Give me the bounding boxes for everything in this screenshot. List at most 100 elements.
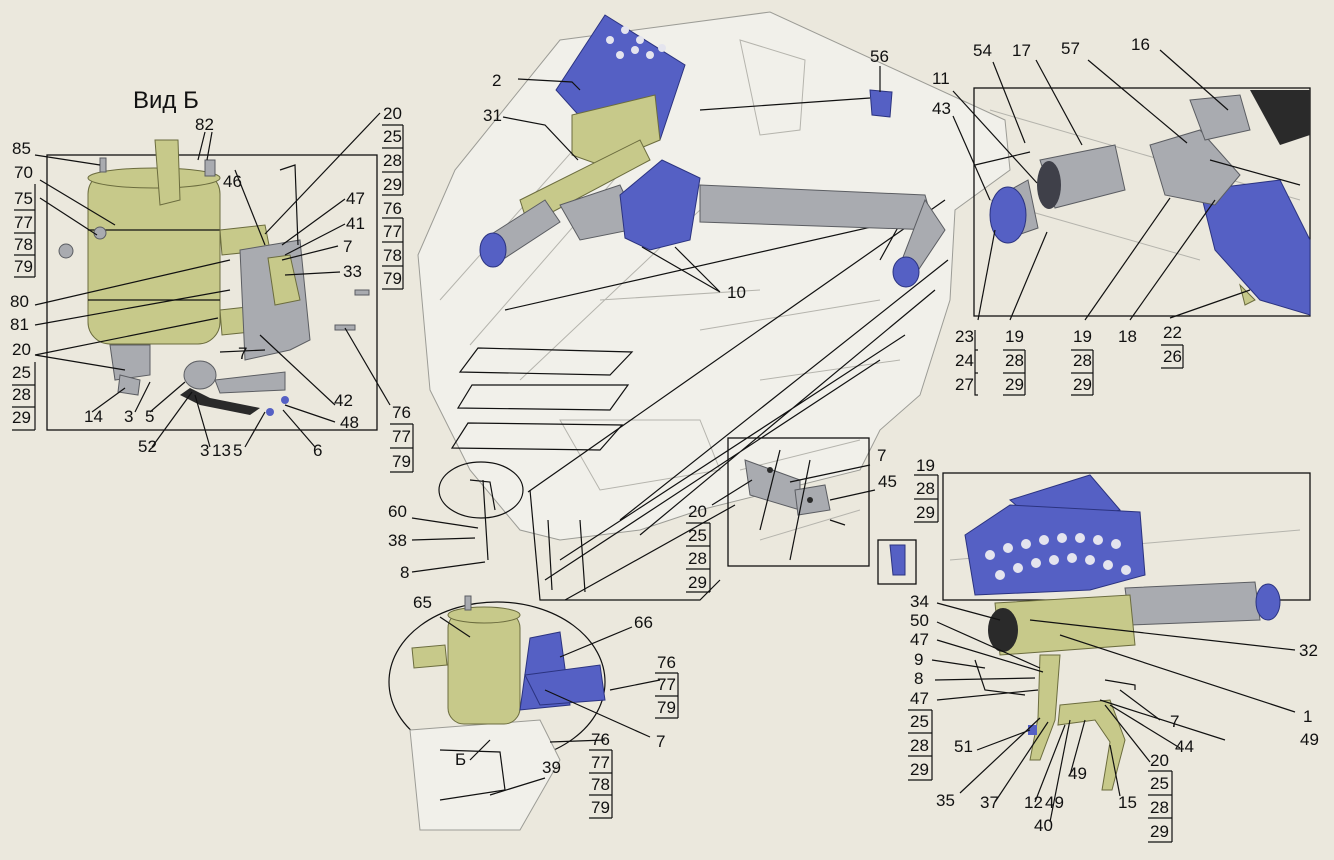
callout: 28 xyxy=(12,385,31,404)
callout: 49 xyxy=(1300,730,1319,749)
callout: 3 xyxy=(200,441,209,460)
callout: 79 xyxy=(392,452,411,471)
callout: 44 xyxy=(1175,737,1194,756)
callout: 20 xyxy=(12,340,31,359)
callout: 49 xyxy=(1068,764,1087,783)
callout: 76 xyxy=(392,403,411,422)
callout: 29 xyxy=(910,760,929,779)
callout: 43 xyxy=(932,99,951,118)
callout: 28 xyxy=(910,736,929,755)
callout: 25 xyxy=(910,712,929,731)
callout: 46 xyxy=(223,172,242,191)
callout: 5 xyxy=(145,407,154,426)
leader-lines xyxy=(34,49,1296,823)
callout: 29 xyxy=(1073,375,1092,394)
callout: 57 xyxy=(1061,39,1080,58)
callout: 29 xyxy=(1150,822,1169,841)
callout: 15 xyxy=(1118,793,1137,812)
callout: 54 xyxy=(973,41,992,60)
callout: 7 xyxy=(238,344,247,363)
cab-outline xyxy=(417,11,1011,541)
callout: 79 xyxy=(14,257,33,276)
bottom-right-muffler xyxy=(974,594,1136,791)
callout: 76 xyxy=(657,653,676,672)
callout: 76 xyxy=(591,730,610,749)
callout: 20 xyxy=(1150,751,1169,770)
callout: 79 xyxy=(591,798,610,817)
callout: 38 xyxy=(388,531,407,550)
callout: 81 xyxy=(10,315,29,334)
callout: 77 xyxy=(14,213,33,232)
callout: 19 xyxy=(1073,327,1092,346)
callout: 75 xyxy=(14,189,33,208)
callout: 28 xyxy=(1073,351,1092,370)
callout: 14 xyxy=(84,407,103,426)
callout: 82 xyxy=(195,115,214,134)
detail-bottom-right xyxy=(949,474,1301,626)
callout: 77 xyxy=(657,675,676,694)
callout: 28 xyxy=(688,549,707,568)
callout: 7 xyxy=(343,237,352,256)
side-panels xyxy=(438,199,949,601)
callout: 28 xyxy=(1150,798,1169,817)
callout: 60 xyxy=(388,502,407,521)
callout: 56 xyxy=(870,47,889,66)
callout: 29 xyxy=(916,503,935,522)
callout: 80 xyxy=(10,292,29,311)
callout: 50 xyxy=(910,611,929,630)
callout: 78 xyxy=(591,775,610,794)
callout: 79 xyxy=(657,698,676,717)
callout: 66 xyxy=(634,613,653,632)
callout: 28 xyxy=(1005,351,1024,370)
view-title: Вид Б xyxy=(133,87,199,114)
detail-top-right xyxy=(974,90,1311,316)
callout: 47 xyxy=(346,189,365,208)
callout: 77 xyxy=(591,753,610,772)
callout: 78 xyxy=(383,246,402,265)
callout: 8 xyxy=(914,669,923,688)
callout: 26 xyxy=(1163,347,1182,366)
callout: 47 xyxy=(910,630,929,649)
callout: 76 xyxy=(383,199,402,218)
callout: 3 xyxy=(124,407,133,426)
callout: 39 xyxy=(542,758,561,777)
callout: 37 xyxy=(980,793,999,812)
callout: 31 xyxy=(483,106,502,125)
detail-box-clip xyxy=(877,539,917,585)
callout: 40 xyxy=(1034,816,1053,835)
callout: 20 xyxy=(688,502,707,521)
fuel-tank xyxy=(87,171,221,345)
detail-box-left xyxy=(46,154,378,431)
callout: 7 xyxy=(656,732,665,751)
callout: 19 xyxy=(916,456,935,475)
callout: 25 xyxy=(688,526,707,545)
callout: 77 xyxy=(383,222,402,241)
heat-shield-bottom xyxy=(964,504,1146,596)
callout: 79 xyxy=(383,269,402,288)
callout-brackets xyxy=(12,124,1184,843)
exhaust-assembly xyxy=(479,14,946,288)
callout: 49 xyxy=(1045,793,1064,812)
callout: 29 xyxy=(12,408,31,427)
callout: 65 xyxy=(413,593,432,612)
callout: 23 xyxy=(955,327,974,346)
callout: 28 xyxy=(916,479,935,498)
callout: 28 xyxy=(383,151,402,170)
callout: 7 xyxy=(877,446,886,465)
callout: 52 xyxy=(138,437,157,456)
callout: 2 xyxy=(492,71,501,90)
callout: 11 xyxy=(932,69,950,88)
callout: 32 xyxy=(1299,641,1318,660)
callout: 35 xyxy=(936,791,955,810)
callout: 20 xyxy=(383,104,402,123)
clamp-part-56 xyxy=(869,89,893,118)
callout: 18 xyxy=(1118,327,1137,346)
detail-bracket xyxy=(739,439,861,561)
callout: 77 xyxy=(392,427,411,446)
callout: 10 xyxy=(727,283,746,302)
callout: 8 xyxy=(400,563,409,582)
callout: 42 xyxy=(334,391,353,410)
callout: 9 xyxy=(914,650,923,669)
